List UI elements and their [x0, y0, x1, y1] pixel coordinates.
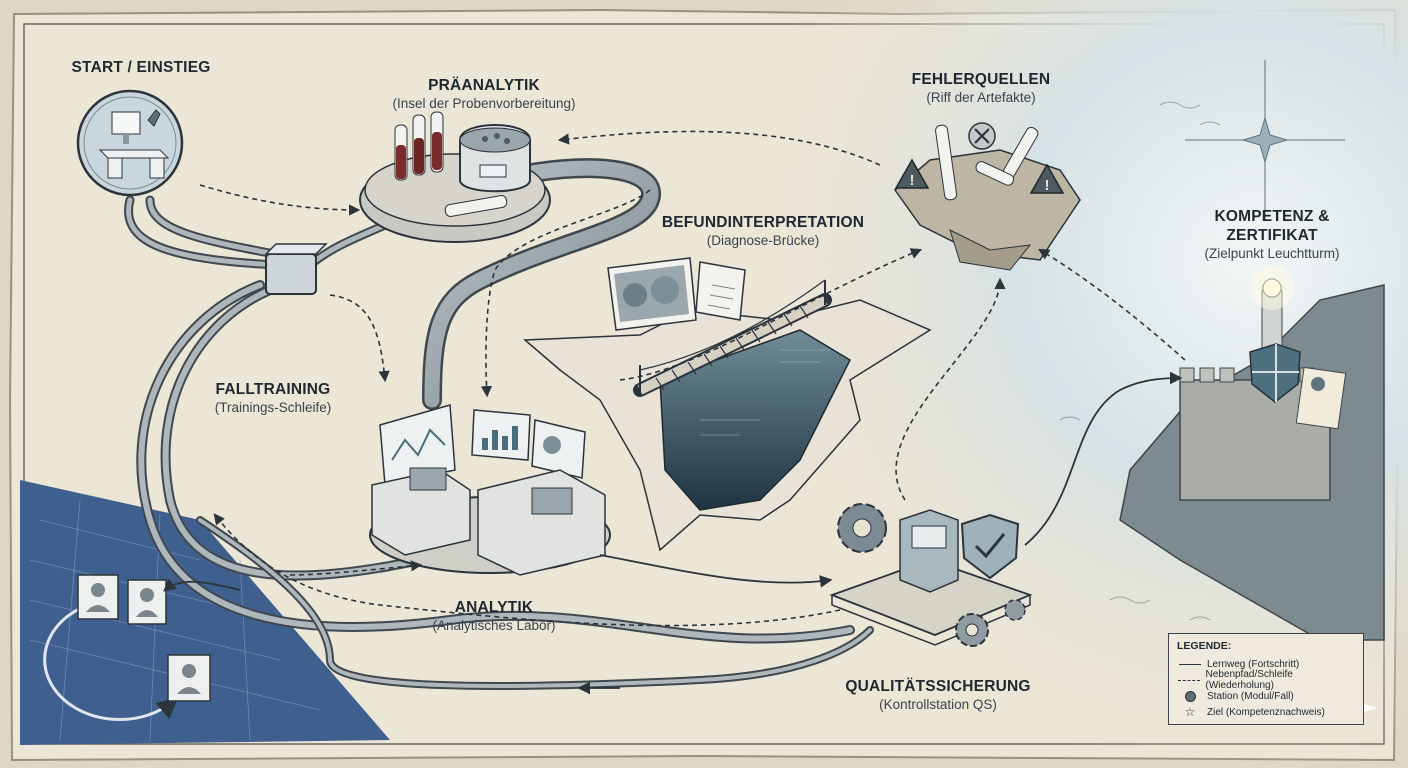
befund-title: BEFUNDINTERPRETATION [661, 214, 865, 231]
legend-item-label: Lernweg (Fortschritt) [1207, 658, 1300, 670]
qs-label: QUALITÄTSSICHERUNG (Kontrollstation QS) [845, 677, 1030, 714]
praeanalytik-island [359, 111, 551, 243]
lab-analyzer-icon [371, 467, 606, 576]
kompetenz-label: KOMPETENZ & ZERTIFIKAT (Zielpunkt Leucht… [1204, 207, 1339, 263]
kompetenz-title-line1: KOMPETENZ & [1214, 208, 1330, 225]
legend-item-label: Station (Modul/Fall) [1207, 690, 1294, 702]
kompetenz-island [1119, 266, 1385, 641]
fehlerquellen-title: FEHLERQUELLEN [911, 71, 1051, 88]
solid-line-icon [1177, 663, 1203, 665]
fehlerquellen-label: FEHLERQUELLEN (Riff der Artefakte) [912, 70, 1051, 107]
microscope-image-icon [607, 257, 746, 331]
error-x-icon [968, 122, 996, 150]
praeanalytik-title: PRÄANALYTIK [428, 77, 540, 94]
qs-subtitle: (Kontrollstation QS) [879, 697, 997, 712]
gear-icon [837, 503, 1026, 647]
shield-icon [1249, 343, 1301, 403]
befund-subtitle: (Diagnose-Brücke) [706, 233, 820, 248]
pipe-junction [264, 243, 328, 295]
bridge-icon [633, 279, 832, 397]
befund-chasm [523, 299, 932, 552]
warning-icon: ! ! [894, 158, 1065, 194]
analytik-title: ANALYTIK [454, 599, 534, 616]
person-card-icon [77, 574, 211, 702]
fehlerquellen-subtitle: (Riff der Artefakte) [926, 90, 1036, 105]
kompetenz-subtitle: (Zielpunkt Leuchtturm) [1204, 246, 1340, 261]
falltraining-title: FALLTRAINING [215, 381, 331, 398]
circle-icon [1177, 690, 1203, 702]
falltraining-loop [43, 574, 211, 721]
computer-desk-icon [98, 109, 170, 179]
certificate-icon [1295, 366, 1347, 430]
legend-item: ☆ Ziel (Kompetenznachweis) [1177, 704, 1355, 720]
befund-label: BEFUNDINTERPRETATION (Diagnose-Brücke) [662, 213, 864, 250]
analytik-label: ANALYTIK (Analytisches Labor) [432, 598, 555, 635]
test-tube-icon [394, 111, 508, 217]
dashed-paths [199, 130, 1186, 627]
legend-item: Station (Modul/Fall) [1177, 688, 1355, 704]
svg-text:!: ! [910, 172, 915, 189]
legend-item-label: Ziel (Kompetenznachweis) [1207, 706, 1325, 718]
dashed-line-icon [1177, 679, 1202, 681]
legend-item-label: Nebenpfad/Schleife (Wiederholung) [1205, 669, 1293, 691]
analytik-subtitle: (Analytisches Labor) [432, 618, 556, 633]
svg-text:!: ! [1045, 177, 1050, 194]
legend-title: LEGENDE: [1177, 640, 1232, 652]
centrifuge-icon [459, 124, 531, 193]
legend: LEGENDE: Lernweg (Fortschritt) Nebenpfad… [1168, 633, 1364, 725]
fehlerquellen-reef: ! ! [893, 122, 1081, 271]
start-label: START / EINSTIEG [72, 58, 211, 77]
solid-paths [163, 371, 1183, 695]
control-box-icon [899, 509, 959, 593]
test-tube-icon [935, 124, 1039, 201]
legend-item: Nebenpfad/Schleife (Wiederholung) [1177, 669, 1355, 691]
shield-check-icon [960, 513, 1020, 580]
analytik-lab [369, 404, 611, 576]
compass-star-icon [1185, 60, 1345, 220]
lighthouse-icon [1250, 266, 1294, 351]
falltraining-subtitle: (Trainings-Schleife) [214, 400, 332, 415]
star-icon: ☆ [1184, 705, 1196, 719]
legend-item: Lernweg (Fortschritt) [1177, 656, 1355, 672]
start-title: START / EINSTIEG [71, 59, 211, 76]
praeanalytik-subtitle: (Insel der Probenvorbereitung) [392, 96, 576, 111]
start-station [76, 89, 184, 197]
praeanalytik-label: PRÄANALYTIK (Insel der Probenvorbereitun… [392, 76, 575, 113]
qs-title: QUALITÄTSSICHERUNG [845, 678, 1031, 695]
qs-station [829, 503, 1033, 647]
monitor-chart-icon [379, 404, 586, 486]
falltraining-label: FALLTRAINING (Trainings-Schleife) [215, 380, 332, 417]
sea-waves [1059, 101, 1221, 621]
kompetenz-title-line2: ZERTIFIKAT [1226, 227, 1318, 244]
